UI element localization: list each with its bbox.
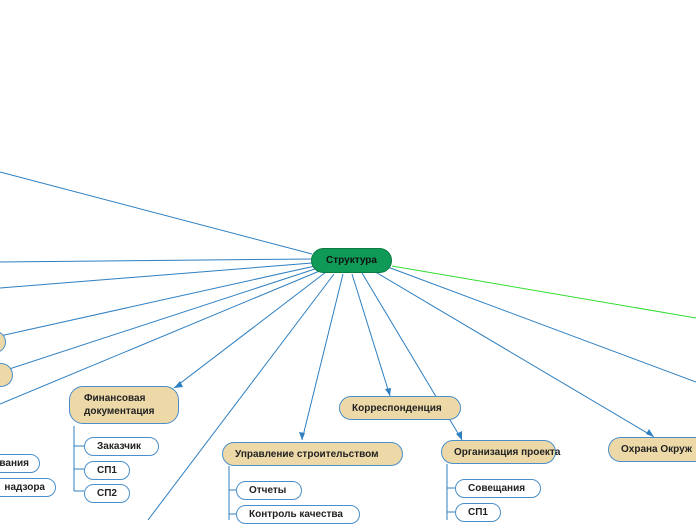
arrow-project-org — [456, 431, 462, 440]
arrow-construction — [299, 432, 305, 440]
edge-root-offscreen-6 — [0, 269, 323, 405]
left-cut-child-2[interactable]: надзора — [0, 478, 56, 497]
arrow-correspondence — [385, 388, 391, 396]
bracket-finance — [73, 426, 84, 492]
left-cut-child-1[interactable]: вания — [0, 454, 40, 473]
edge-root-offscreen-1 — [0, 171, 313, 255]
branch-correspondence-label: Корреспонденция — [352, 402, 442, 414]
bracket-project-org — [446, 464, 455, 520]
edge-root-finance — [173, 271, 327, 389]
branch-safety-label: Охрана Окруж — [621, 444, 692, 455]
bracket-construction — [228, 466, 236, 520]
edge-root-offscreen-4 — [0, 265, 316, 337]
branch-finance[interactable]: Финансовая документация — [69, 386, 179, 424]
finance-child-sp2[interactable]: СП2 — [84, 484, 130, 503]
construction-child-quality[interactable]: Контроль качества — [236, 505, 360, 524]
branch-safety[interactable]: Охрана Окруж — [608, 437, 696, 462]
edge-root-offscreen-2 — [0, 258, 313, 263]
edge-root-highlight — [391, 265, 696, 319]
edge-root-safety — [371, 269, 655, 438]
edge-root-offscreen-5 — [0, 267, 319, 373]
edge-root-construction — [301, 273, 344, 441]
branch-construction[interactable]: Управление строительством — [222, 442, 403, 466]
arrow-finance — [174, 381, 183, 388]
branch-project-org-label: Организация проекта — [454, 446, 561, 458]
root-node-label: Структура — [326, 255, 377, 266]
branch-correspondence[interactable]: Корреспонденция — [339, 396, 461, 420]
branch-finance-label: Финансовая документация — [84, 393, 155, 417]
edge-root-offscreen-8 — [384, 265, 696, 383]
edge-root-offscreen-7 — [147, 273, 335, 520]
edge-root-correspondence — [351, 273, 391, 397]
edge-root-offscreen-3 — [0, 262, 313, 289]
finance-child-sp1[interactable]: СП1 — [84, 461, 130, 480]
project-org-child-meetings[interactable]: Совещания — [455, 479, 541, 498]
arrow-safety — [646, 429, 654, 437]
root-node[interactable]: Структура — [311, 248, 392, 273]
branch-construction-label: Управление строительством — [235, 448, 379, 460]
construction-child-reports[interactable]: Отчеты — [236, 481, 302, 500]
branch-project-org[interactable]: Организация проекта — [441, 440, 560, 464]
project-org-child-sp1[interactable]: СП1 — [455, 503, 501, 522]
finance-child-customer[interactable]: Заказчик — [84, 437, 159, 456]
